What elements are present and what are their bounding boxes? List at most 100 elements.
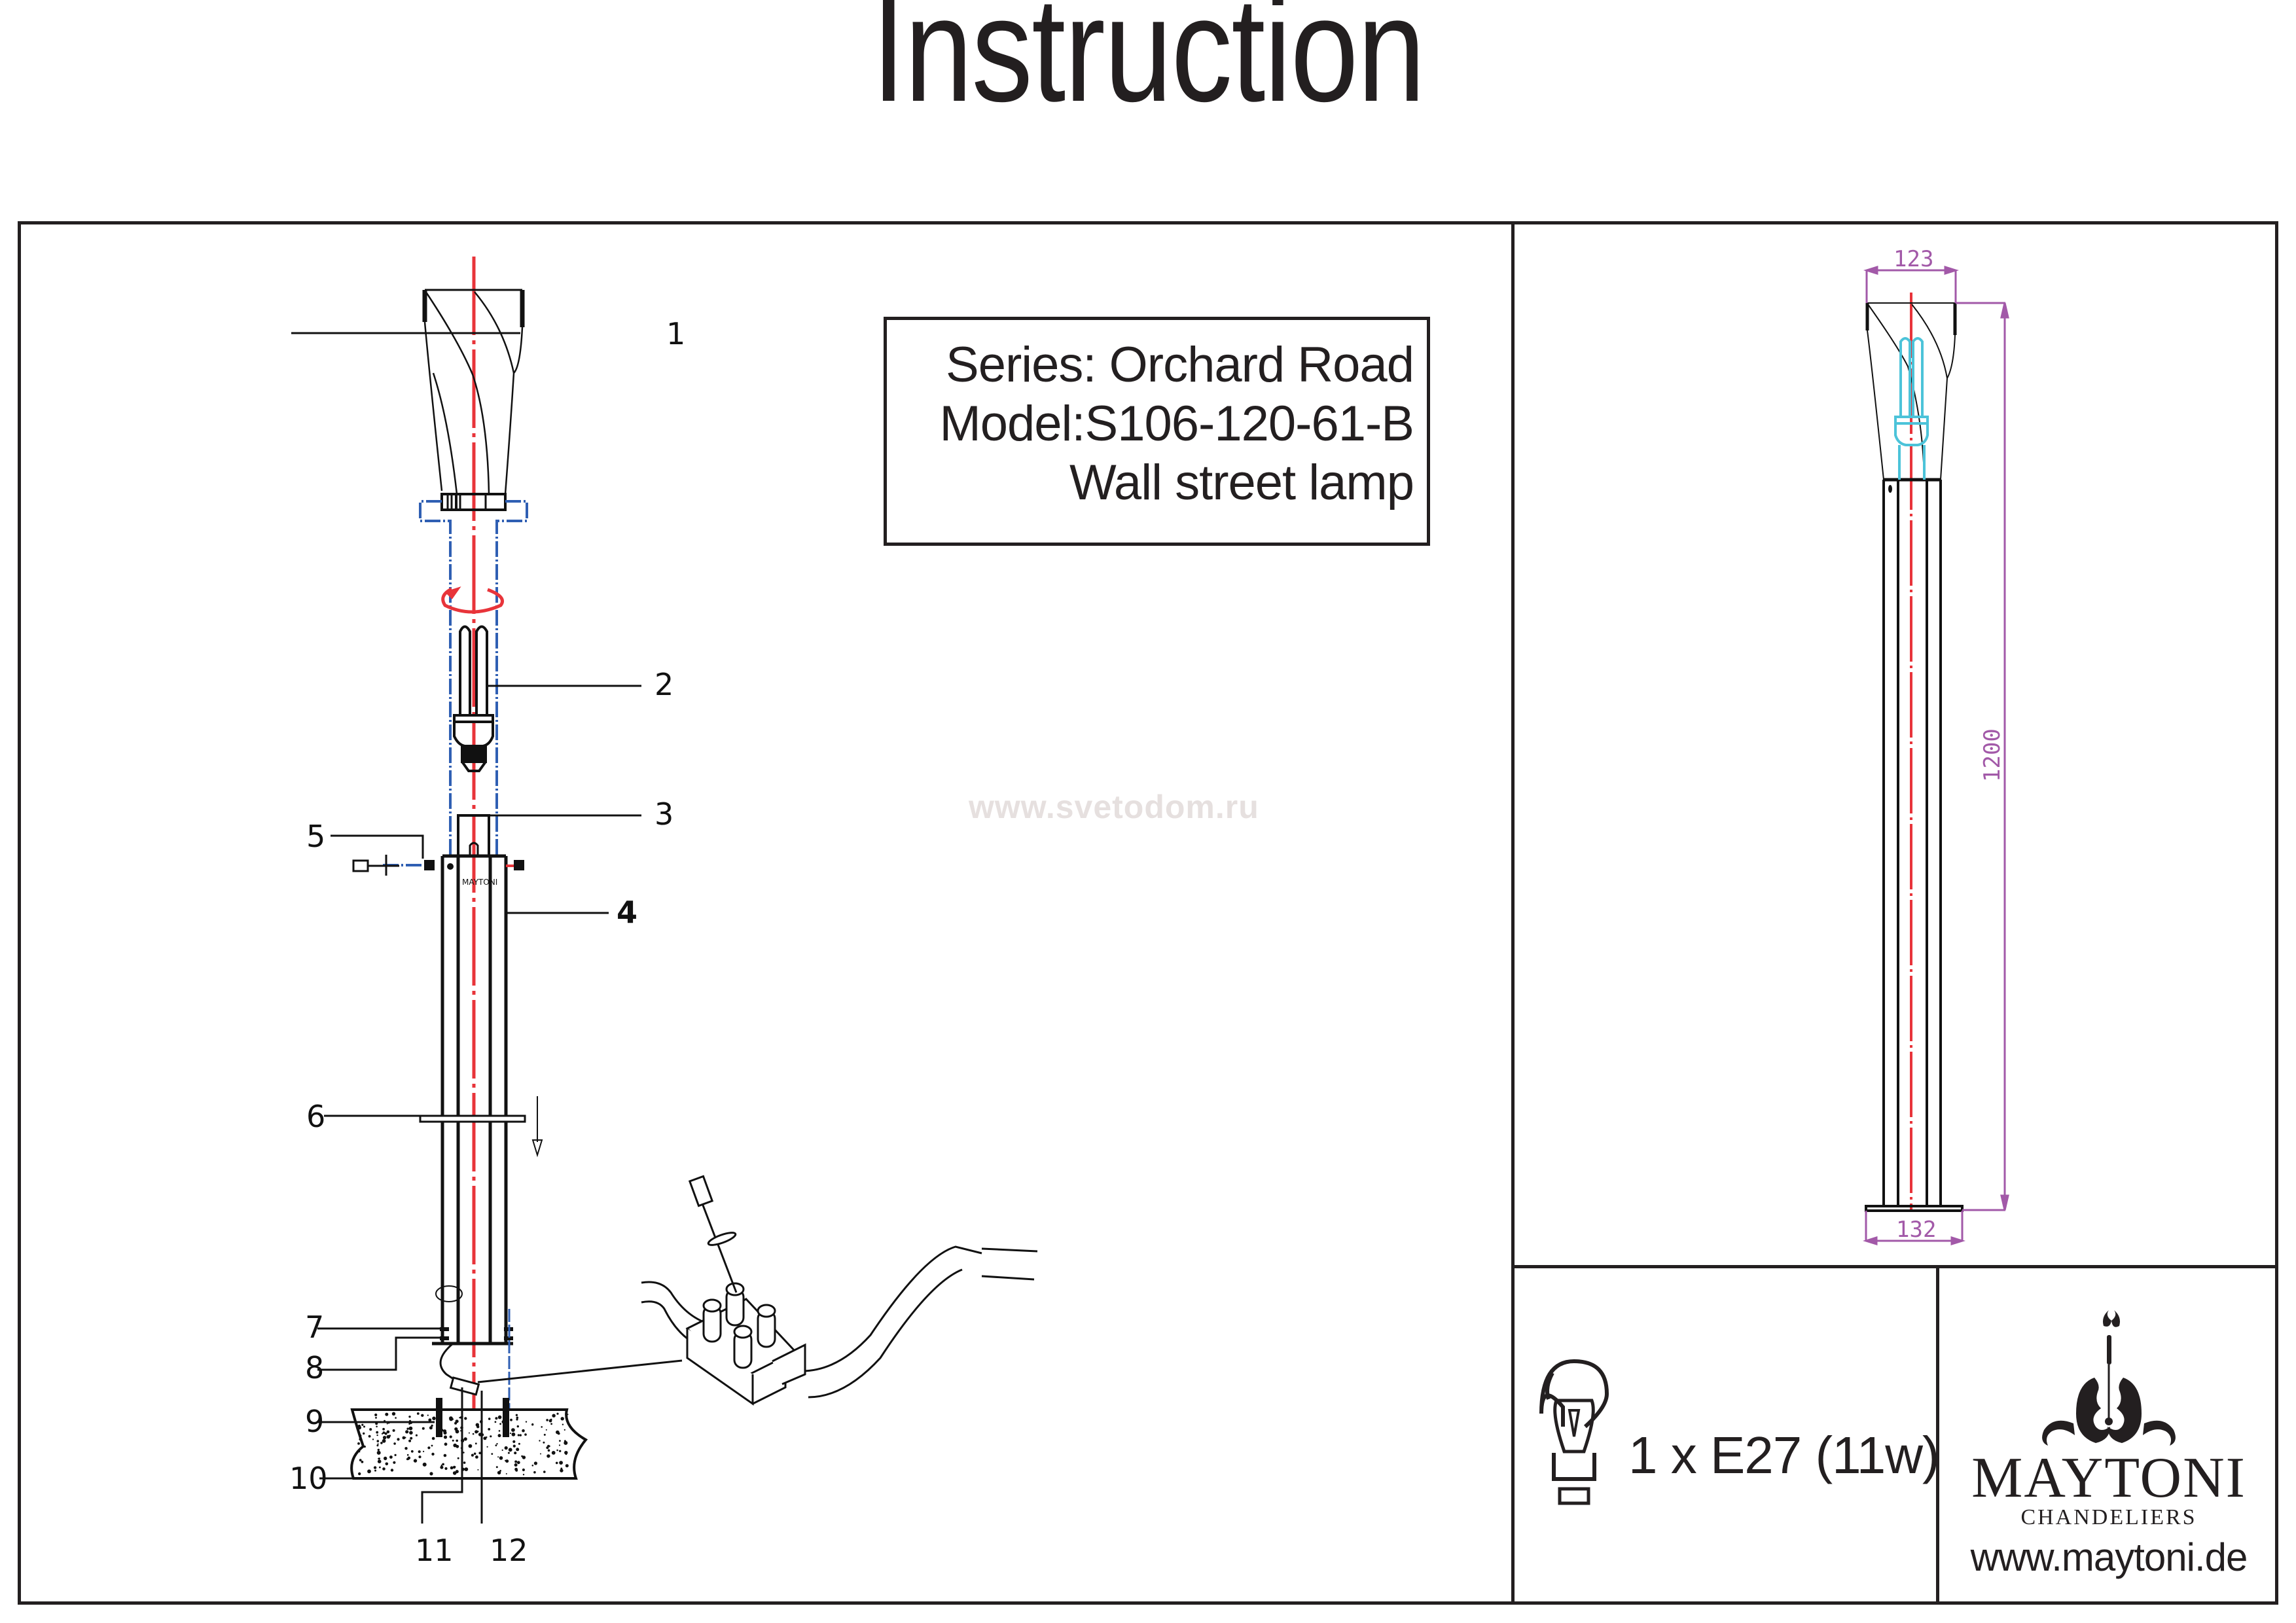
concrete-speckle-dot bbox=[431, 1452, 435, 1456]
concrete-speckle-dot bbox=[372, 1438, 374, 1440]
concrete-speckle-dot bbox=[515, 1414, 518, 1416]
concrete-speckle-dot bbox=[540, 1453, 541, 1455]
screwdriver-icon bbox=[352, 855, 399, 876]
concrete-speckle-dot bbox=[488, 1428, 491, 1431]
concrete-speckle-dot bbox=[410, 1436, 413, 1440]
concrete-speckle-dot bbox=[567, 1414, 569, 1416]
concrete-speckle-dot bbox=[471, 1454, 475, 1457]
concrete-speckle-dot bbox=[555, 1461, 558, 1465]
concrete-speckle-dot bbox=[393, 1442, 396, 1445]
concrete-speckle-dot bbox=[385, 1462, 389, 1466]
panel-divider-horizontal bbox=[1511, 1265, 2278, 1268]
concrete-speckle-dot bbox=[501, 1449, 503, 1451]
detail-pointer-line bbox=[477, 1359, 683, 1383]
series-label: Series: Orchard Road bbox=[946, 337, 1414, 393]
concrete-speckle-dot bbox=[395, 1417, 397, 1419]
concrete-speckle-dot bbox=[564, 1429, 565, 1431]
concrete-speckle-dot bbox=[440, 1464, 442, 1467]
rotate-icon bbox=[435, 1285, 463, 1302]
concrete-speckle-dot bbox=[499, 1470, 501, 1472]
concrete-speckle-dot bbox=[376, 1434, 378, 1436]
concrete-speckle-dot bbox=[406, 1427, 409, 1430]
concrete-speckle-dot bbox=[497, 1434, 501, 1438]
concrete-speckle-dot bbox=[377, 1459, 382, 1463]
concrete-speckle-dot bbox=[384, 1456, 387, 1461]
concrete-speckle-dot bbox=[382, 1438, 386, 1443]
callout-7: 7 bbox=[305, 1310, 324, 1345]
drawing-frame bbox=[18, 221, 2278, 1605]
concrete-speckle-dot bbox=[374, 1413, 378, 1417]
guide-lines bbox=[383, 500, 528, 866]
concrete-speckle-dot bbox=[564, 1451, 568, 1455]
concrete-speckle-dot bbox=[531, 1423, 534, 1426]
concrete-speckle-dot bbox=[382, 1436, 387, 1440]
brand-url-link[interactable]: www.maytoni.de bbox=[1970, 1535, 2248, 1579]
concrete-speckle-dot bbox=[509, 1433, 512, 1435]
concrete-speckle-dot bbox=[427, 1414, 429, 1416]
concrete-speckle-dot bbox=[475, 1430, 478, 1434]
pole-body bbox=[432, 854, 513, 1346]
concrete-speckle-dot bbox=[444, 1467, 448, 1471]
concrete-speckle-dot bbox=[361, 1461, 363, 1463]
concrete-speckle-dot bbox=[494, 1421, 497, 1423]
concrete-speckle-dot bbox=[499, 1423, 501, 1425]
concrete-speckle-dot bbox=[382, 1467, 386, 1471]
chandelier-ornament-icon bbox=[2042, 1310, 2176, 1446]
dimension-lines bbox=[1862, 265, 2009, 1246]
product-info-box: Series: Orchard Road Model:S106-120-61-B… bbox=[884, 317, 1430, 546]
concrete-speckle-dot bbox=[472, 1433, 475, 1435]
concrete-speckle-dot bbox=[444, 1442, 448, 1446]
concrete-speckle-dot bbox=[363, 1445, 366, 1448]
concrete-speckle-dot bbox=[564, 1440, 568, 1445]
concrete-speckle-dot bbox=[378, 1457, 381, 1460]
concrete-speckle-dot bbox=[443, 1435, 448, 1439]
down-arrow-icon bbox=[531, 1096, 543, 1158]
concrete-speckle-dot bbox=[431, 1436, 435, 1440]
concrete-speckle-dot bbox=[491, 1453, 493, 1455]
concrete-speckle-dot bbox=[565, 1464, 569, 1468]
panel-divider-info bbox=[1936, 1265, 1939, 1605]
callout-line-5 bbox=[331, 834, 424, 859]
concrete-speckle-dot bbox=[382, 1431, 386, 1435]
concrete-speckle-dot bbox=[550, 1423, 552, 1425]
concrete-speckle-dot bbox=[473, 1452, 476, 1455]
concrete-speckle-dot bbox=[380, 1442, 383, 1444]
concrete-speckle-dot bbox=[385, 1412, 389, 1416]
concrete-speckle-dot bbox=[429, 1472, 433, 1476]
concrete-speckle-dot bbox=[516, 1425, 519, 1428]
mounting-plate bbox=[419, 1115, 526, 1123]
concrete-speckle-dot bbox=[508, 1448, 512, 1452]
concrete-speckle-dot bbox=[382, 1427, 385, 1431]
concrete-speckle-dot bbox=[477, 1469, 479, 1471]
concrete-speckle-dot bbox=[429, 1426, 433, 1430]
concrete-speckle-dot bbox=[377, 1443, 379, 1445]
concrete-speckle-dot bbox=[431, 1444, 433, 1447]
concrete-speckle-dot bbox=[391, 1412, 396, 1416]
concrete-speckle-dot bbox=[475, 1423, 479, 1427]
concrete-speckle-dot bbox=[406, 1454, 409, 1456]
concrete-speckle-dot bbox=[495, 1417, 498, 1420]
concrete-speckle-dot bbox=[411, 1450, 414, 1453]
anchor-bolt-right bbox=[503, 1398, 509, 1437]
concrete-speckle-dot bbox=[376, 1444, 379, 1447]
concrete-speckle-dot bbox=[546, 1446, 549, 1450]
concrete-speckle-dot bbox=[422, 1462, 427, 1467]
concrete-speckle-dot bbox=[432, 1416, 436, 1421]
dimension-top-width: 123 bbox=[1893, 246, 1933, 272]
concrete-speckle-dot bbox=[512, 1440, 516, 1443]
concrete-speckle-dot bbox=[454, 1466, 456, 1468]
concrete-speckle-dot bbox=[421, 1414, 424, 1417]
concrete-speckle-dot bbox=[545, 1429, 547, 1431]
concrete-speckle-dot bbox=[559, 1461, 563, 1465]
concrete-speckle-dot bbox=[475, 1442, 477, 1445]
concrete-speckle-dot bbox=[408, 1439, 412, 1442]
concrete-speckle-dot bbox=[560, 1417, 564, 1421]
concrete-speckle-dot bbox=[376, 1431, 379, 1434]
callout-line-8 bbox=[317, 1336, 440, 1371]
concrete-speckle-dot bbox=[560, 1467, 563, 1470]
concrete-speckle-dot bbox=[408, 1426, 413, 1431]
concrete-speckle-dot bbox=[514, 1463, 518, 1467]
concrete-speckle-dot bbox=[416, 1412, 420, 1415]
concrete-speckle-dot bbox=[522, 1455, 526, 1459]
